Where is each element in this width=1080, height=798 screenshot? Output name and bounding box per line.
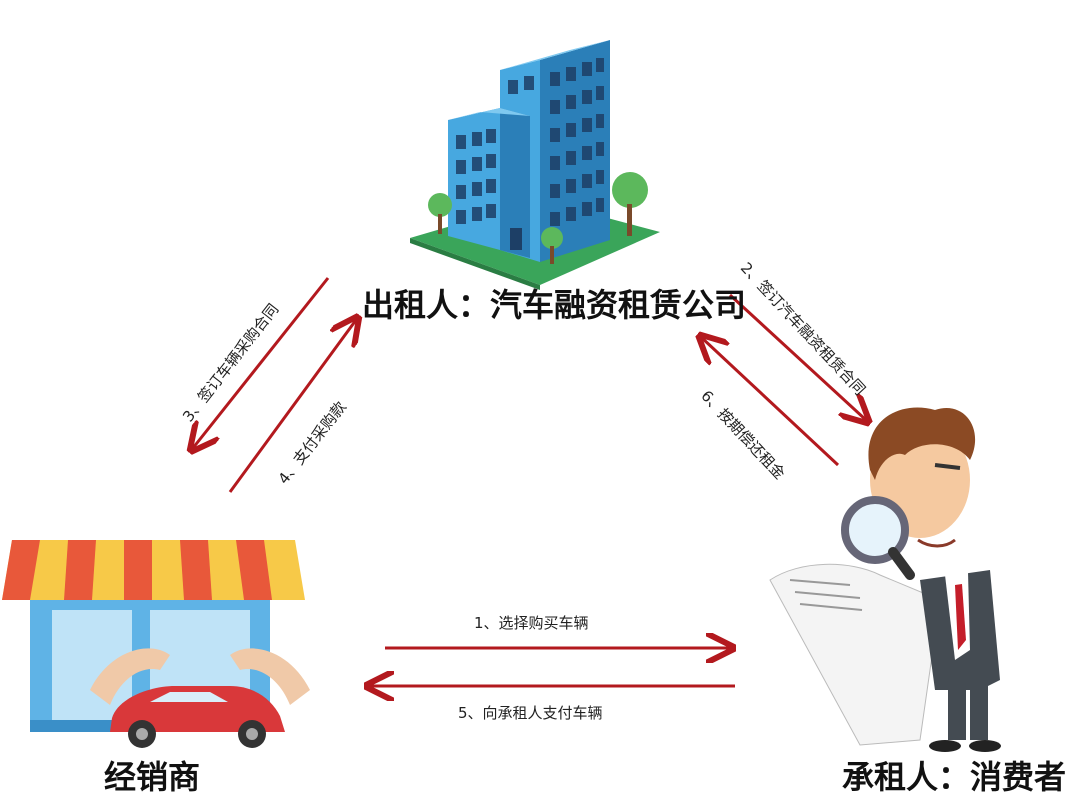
- arrows: [193, 277, 866, 686]
- step-5-label: 5、向承租人支付车辆: [458, 704, 603, 722]
- lessor-label: 出租人：汽车融资租赁公司: [362, 286, 747, 324]
- lessee-label: 承租人：消费者: [842, 758, 1067, 796]
- arrow-step6: [702, 338, 840, 467]
- businessman-icon: [769, 407, 1001, 752]
- arrow-step4: [228, 320, 356, 493]
- shop-icon: [2, 540, 310, 748]
- step-1-label: 1、选择购买车辆: [474, 614, 589, 632]
- arrow-step3: [193, 277, 330, 448]
- office-building-icon: [410, 40, 660, 290]
- dealer-label: 经销商: [104, 758, 201, 796]
- arrow-step2: [728, 293, 866, 420]
